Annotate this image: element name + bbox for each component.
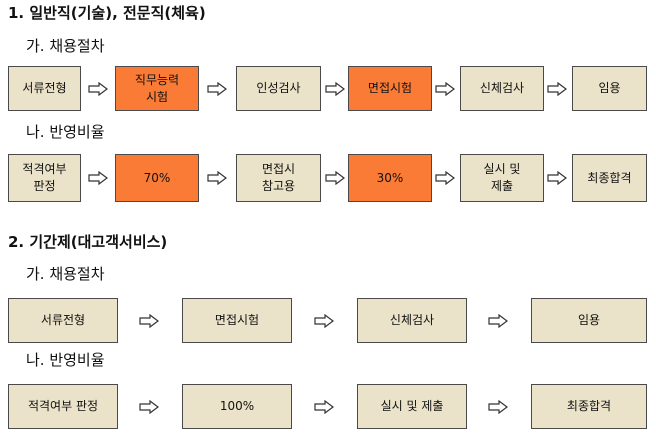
s1-ratio-step-1: 적격여부 판정 (8, 154, 81, 202)
s1-procedure-step-4: 면접시험 (348, 66, 432, 111)
s1-ratio-step-3: 면접시 참고용 (236, 154, 321, 202)
s1-ratio-step-6: 최종합격 (572, 154, 647, 202)
right-arrow-outline-icon (546, 171, 568, 185)
right-arrow-outline-icon (313, 400, 335, 414)
right-arrow-outline-icon (138, 400, 160, 414)
right-arrow-outline-icon (434, 82, 456, 96)
right-arrow-outline-icon (324, 171, 346, 185)
s1-procedure-step-2: 직무능력 시험 (115, 66, 199, 111)
section2-ratio-label: 나. 반영비율 (26, 351, 105, 369)
s2-procedure-step-1: 서류전형 (8, 298, 118, 343)
s2-procedure-step-3: 신체검사 (357, 298, 467, 343)
s2-ratio-step-2: 100% (182, 384, 292, 429)
right-arrow-outline-icon (324, 82, 346, 96)
right-arrow-outline-icon (487, 400, 509, 414)
right-arrow-outline-icon (87, 171, 109, 185)
s2-ratio-step-3: 실시 및 제출 (357, 384, 467, 429)
s2-ratio-step-4: 최종합격 (531, 384, 647, 429)
right-arrow-outline-icon (87, 82, 109, 96)
s1-procedure-step-6: 임용 (572, 66, 647, 111)
section2-procedure-label: 가. 채용절차 (26, 265, 105, 283)
section1-ratio-label: 나. 반영비율 (26, 123, 105, 141)
s1-procedure-step-3: 인성검사 (236, 66, 321, 111)
right-arrow-outline-icon (546, 82, 568, 96)
s2-procedure-step-4: 임용 (531, 298, 647, 343)
section1-title: 1. 일반직(기술), 전문직(체육) (8, 4, 206, 22)
section1-procedure-label: 가. 채용절차 (26, 37, 105, 55)
right-arrow-outline-icon (434, 171, 456, 185)
right-arrow-outline-icon (206, 171, 228, 185)
right-arrow-outline-icon (487, 314, 509, 328)
s2-ratio-step-1: 적격여부 판정 (8, 384, 118, 429)
s1-ratio-step-2: 70% (115, 154, 199, 202)
s1-procedure-step-1: 서류전형 (8, 66, 81, 111)
s1-ratio-step-5: 실시 및 제출 (460, 154, 544, 202)
right-arrow-outline-icon (206, 82, 228, 96)
right-arrow-outline-icon (313, 314, 335, 328)
right-arrow-outline-icon (138, 314, 160, 328)
section2-title: 2. 기간제(대고객서비스) (8, 233, 168, 251)
s1-ratio-step-4: 30% (348, 154, 432, 202)
s2-procedure-step-2: 면접시험 (182, 298, 292, 343)
s1-procedure-step-5: 신체검사 (460, 66, 544, 111)
